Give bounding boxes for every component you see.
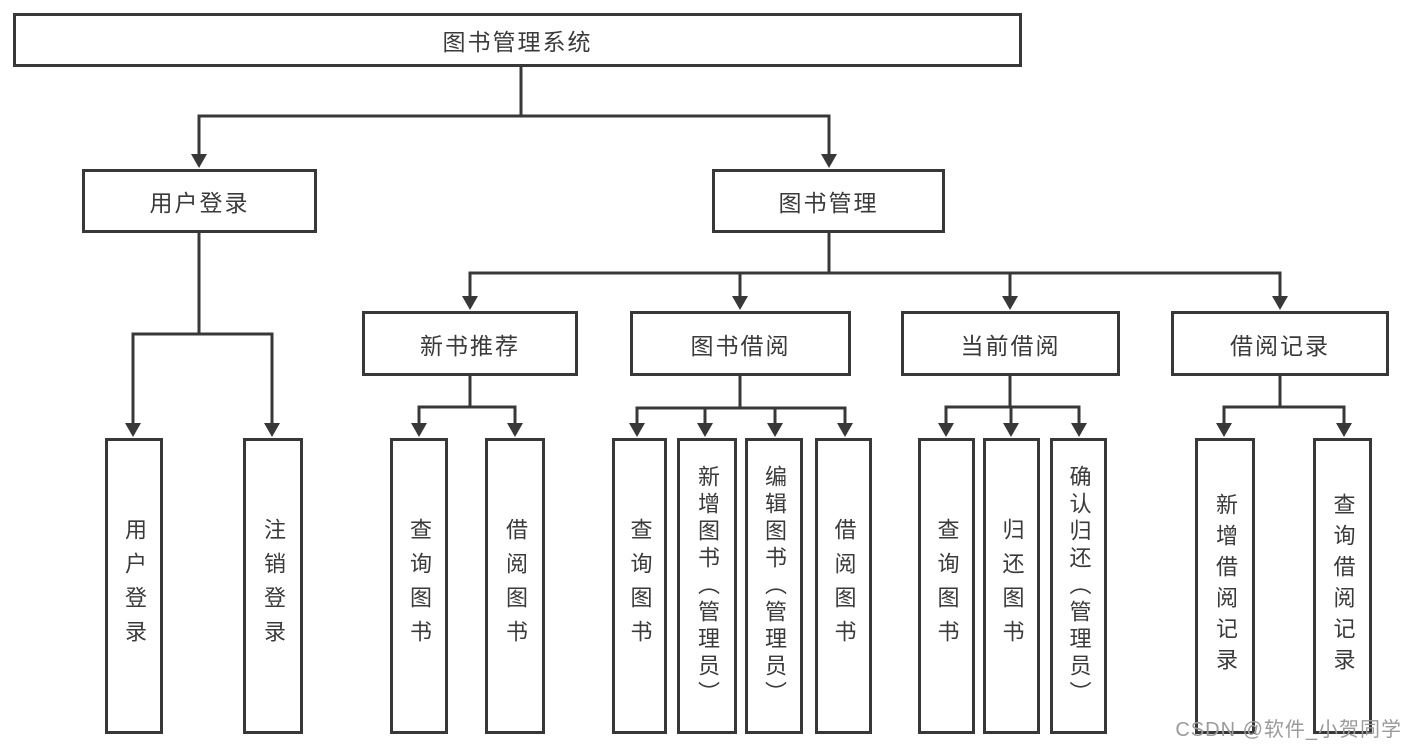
leaf-borrow-books-label: 借阅图书: [831, 518, 857, 654]
leaf-logout: 注销登录: [243, 438, 303, 734]
leaf-borrow-books-recommend: 借阅图书: [485, 438, 545, 734]
leaf-query-borrow-record-label: 查询借阅记录: [1330, 493, 1356, 679]
leaf-add-borrow-record: 新增借阅记录: [1195, 438, 1255, 734]
node-current-borrowing-label: 当前借阅: [960, 332, 1061, 359]
node-book-management-label: 图书管理: [778, 190, 879, 216]
node-new-book-recommend-label: 新书推荐: [420, 332, 520, 359]
node-root-system: 图书管理系统: [13, 13, 1022, 67]
leaf-user-login: 用户登录: [105, 438, 163, 734]
node-root-system-label: 图书管理系统: [442, 29, 593, 55]
node-borrowing-records: 借阅记录: [1171, 311, 1389, 376]
leaf-add-books-admin: 新增图书（管理员）: [677, 438, 737, 734]
leaf-borrow-books-recommend-label: 借阅图书: [503, 518, 528, 654]
leaf-query-books-recommend: 查询图书: [390, 438, 448, 734]
leaf-add-books-admin-label: 新增图书（管理员）: [695, 464, 720, 708]
leaf-query-books-borrowing-label: 查询图书: [627, 518, 653, 654]
node-user-login-label: 用户登录: [149, 190, 250, 216]
leaf-query-books-current-label: 查询图书: [934, 518, 960, 654]
leaf-query-borrow-record: 查询借阅记录: [1313, 438, 1372, 734]
leaf-edit-books-admin: 编辑图书（管理员）: [745, 438, 803, 734]
node-book-management: 图书管理: [712, 169, 945, 233]
node-current-borrowing: 当前借阅: [901, 311, 1120, 376]
leaf-add-borrow-record-label: 新增借阅记录: [1213, 493, 1238, 679]
connector-path: [131, 67, 1346, 423]
leaf-confirm-return-admin-label: 确认归还（管理员）: [1066, 464, 1092, 708]
node-book-borrowing-label: 图书借阅: [690, 332, 791, 359]
leaf-return-books: 归还图书: [983, 438, 1040, 734]
node-book-borrowing: 图书借阅: [630, 311, 851, 376]
leaf-query-books-current: 查询图书: [918, 438, 975, 734]
leaf-edit-books-admin-label: 编辑图书（管理员）: [762, 464, 787, 708]
leaf-return-books-label: 归还图书: [999, 518, 1025, 654]
leaf-logout-label: 注销登录: [261, 518, 286, 654]
leaf-query-books-recommend-label: 查询图书: [407, 518, 432, 654]
leaf-query-books-borrowing: 查询图书: [612, 438, 667, 734]
leaf-confirm-return-admin: 确认归还（管理员）: [1050, 438, 1107, 734]
node-borrowing-records-label: 借阅记录: [1230, 332, 1330, 359]
node-user-login: 用户登录: [82, 169, 317, 233]
leaf-user-login-label: 用户登录: [122, 518, 147, 654]
node-new-book-recommend: 新书推荐: [362, 311, 578, 376]
leaf-borrow-books: 借阅图书: [815, 438, 872, 734]
csdn-watermark: CSDN @软件_小贺同学: [1175, 719, 1402, 741]
